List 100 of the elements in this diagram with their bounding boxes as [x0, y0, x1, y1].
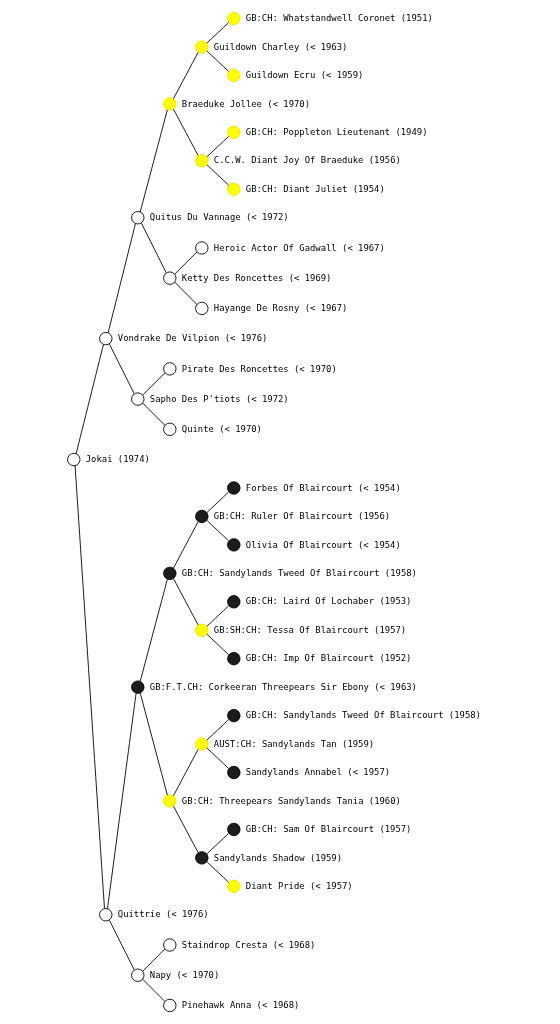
connector: [172, 108, 198, 156]
node-label: GB:CH: Ruler Of Blaircourt (1956): [213, 511, 390, 522]
node-label: GB:F.T.CH: Corkeeran Threepears Sir Ebony (< 1963): [149, 681, 417, 692]
node-circle: [162, 271, 176, 285]
node-label: Vondrake De Vilpion (< 1976): [117, 333, 267, 344]
connector: [205, 747, 229, 769]
node-label: Heroic Actor Of Gadwall (< 1967): [213, 242, 385, 253]
node-circle: [226, 125, 240, 139]
node-circle: [162, 938, 176, 952]
connector: [140, 222, 167, 274]
node-label: GB:CH: Sam Of Blaircourt (1957): [245, 824, 411, 835]
connector: [75, 343, 104, 455]
node-circle: [194, 623, 208, 637]
connector: [205, 22, 229, 44]
node-label: GB:CH: Sandylands Tweed Of Blaircourt (1958): [181, 568, 417, 579]
node-label: Diant Pride (< 1957): [245, 880, 353, 891]
connector: [205, 519, 229, 542]
node-circle: [162, 566, 176, 580]
node-label: Ketty Des Roncettes (< 1969): [181, 272, 331, 283]
node-circle: [130, 968, 144, 982]
node-label: Guildown Charley (< 1963): [213, 41, 347, 52]
connector: [173, 281, 197, 305]
node-label: GB:CH: Threepears Sandylands Tania (1960): [181, 795, 401, 806]
node-circle: [130, 680, 144, 694]
connector: [172, 749, 198, 797]
node-circle: [226, 822, 240, 837]
connector: [205, 50, 229, 72]
node-label: GB:SH:CH: Tessa Of Blaircourt (1957): [213, 624, 406, 635]
connector: [205, 833, 229, 855]
node-label: Olivia Of Blaircourt (< 1954): [245, 539, 401, 550]
node-label: GB:CH: Sandylands Tweed Of Blaircourt (1958): [245, 710, 481, 721]
connector: [205, 633, 229, 656]
node-label: Pirate Des Roncettes (< 1970): [181, 363, 337, 374]
node-circle: [194, 154, 208, 168]
connector: [141, 978, 165, 1002]
connector: [205, 164, 229, 186]
node-circle: [194, 241, 208, 255]
node-label: GB:CH: Whatstandwell Coronet (1951): [245, 13, 433, 24]
node-circle: [162, 362, 176, 376]
node-circle: [226, 879, 240, 893]
node-circle: [162, 794, 176, 808]
connector: [173, 251, 197, 275]
connector: [108, 919, 135, 971]
node-label: Braeduke Jollee (< 1970): [181, 98, 310, 109]
node-circle: [130, 211, 144, 225]
node-circle: [226, 595, 240, 609]
node-label: Staindrop Cresta (< 1968): [181, 939, 315, 950]
node-circle: [98, 331, 112, 346]
node-label: Pinehawk Anna (< 1968): [181, 1000, 299, 1011]
node-circle: [226, 652, 240, 666]
connector: [141, 372, 165, 396]
node-label: GB:CH: Imp Of Blaircourt (1952): [245, 653, 411, 664]
node-circle: [226, 182, 240, 196]
node-label: GB:CH: Laird Of Lochaber (1953): [245, 596, 411, 607]
connector: [172, 521, 198, 569]
node-circle: [194, 509, 208, 524]
node-label: GB:CH: Poppleton Lieutenant (1949): [245, 127, 427, 138]
node-label: Hayange De Rosny (< 1967): [213, 303, 347, 314]
node-label: Sandylands Shadow (1959): [213, 852, 342, 863]
node-label: Quitus Du Vannage (< 1972): [149, 212, 289, 223]
node-circle: [194, 851, 208, 865]
connector: [172, 51, 198, 100]
node-circle: [226, 11, 240, 26]
node-circle: [130, 392, 144, 406]
connector: [205, 136, 229, 158]
connector: [139, 692, 168, 796]
node-circle: [66, 452, 80, 467]
connector: [172, 805, 198, 853]
node-circle: [226, 481, 240, 495]
node-label: GB:CH: Diant Juliet (1954): [245, 183, 385, 194]
node-circle: [194, 301, 208, 316]
node-circle: [162, 97, 176, 111]
connector: [107, 223, 136, 334]
node-label: Quittrie (< 1976): [117, 909, 209, 920]
node-circle: [162, 422, 176, 436]
connector: [205, 605, 229, 627]
node-label: Sandylands Annabel (< 1957): [245, 767, 390, 778]
connector: [139, 578, 168, 682]
node-label: C.C.W. Diant Joy Of Braeduke (1956): [213, 155, 401, 166]
connector: [141, 402, 165, 426]
connector: [106, 692, 137, 910]
node-label: Guildown Ecru (< 1959): [245, 70, 363, 81]
node-circle: [226, 538, 240, 552]
connector: [141, 948, 165, 972]
node-label: AUST:CH: Sandylands Tan (1959): [213, 738, 374, 749]
node-label: Forbes Of Blaircourt (< 1954): [245, 482, 401, 493]
connector: [205, 861, 229, 883]
node-circle: [194, 40, 208, 54]
connector: [172, 578, 198, 626]
node-label: Sapho Des P'tiots (< 1972): [149, 393, 289, 404]
connector: [108, 343, 135, 395]
connector: [205, 719, 229, 741]
connector: [205, 491, 229, 513]
node-label: Napy (< 1970): [149, 969, 219, 980]
node-label: Jokai (1974): [85, 454, 150, 465]
node-circle: [226, 68, 240, 83]
node-label: Quinte (< 1970): [181, 423, 262, 434]
node-circle: [162, 998, 176, 1013]
connector: [74, 465, 105, 909]
node-circle: [226, 708, 240, 723]
